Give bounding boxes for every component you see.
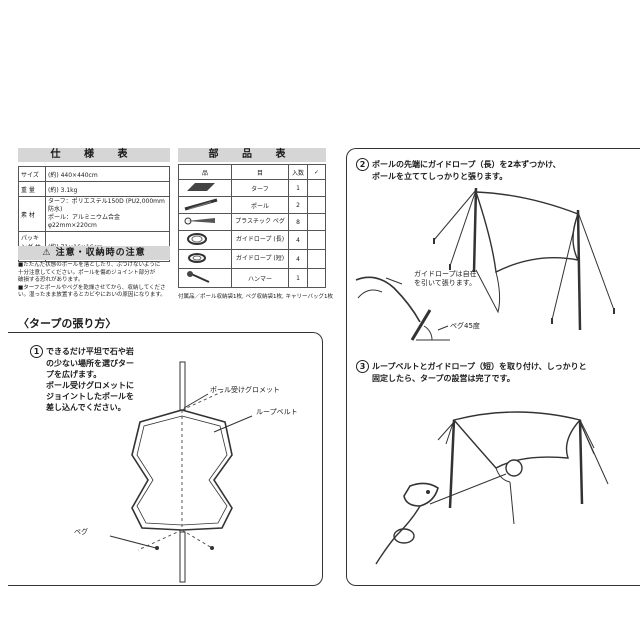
- caution-line: 十分注意してください。ポールを傷めジョイント部分が: [18, 269, 156, 276]
- angle-label: ペグ45度: [450, 322, 480, 330]
- part-qty: 1: [288, 268, 308, 288]
- step1-line: の少ない場所を選びター: [46, 359, 134, 368]
- parts-header: 目: [231, 164, 289, 180]
- step-number: 3: [356, 360, 369, 373]
- caution-text: ■たたんだ状態のポールを落としたり、ぶつけないように 十分注意してください。ポー…: [18, 262, 176, 300]
- part-qty: 4: [288, 230, 308, 250]
- check-cell: [307, 213, 326, 231]
- table-row: 品 目 入数 ✓: [178, 164, 326, 180]
- steps-panel: [346, 148, 640, 586]
- table-row: ターフ 1: [178, 179, 326, 197]
- spec-value: (約) 3.1kg: [45, 181, 170, 197]
- parts-title: 部 品 表: [178, 148, 326, 162]
- step3-line: 固定したら、タープの設営は完了です。: [372, 374, 515, 383]
- table-row: 重 量 (約) 3.1kg: [18, 181, 170, 197]
- step1-panel: [8, 332, 323, 586]
- caution-line: ■たたんだ状態のポールを落としたり、ぶつけないように: [18, 262, 161, 268]
- rope-icon: [178, 230, 232, 250]
- part-qty: 8: [288, 213, 308, 231]
- pole-icon: [178, 196, 232, 214]
- parts-footnote: 付属品／ポール収納袋1枚, ペグ収納袋1枚, キャリーバッグ1枚: [178, 294, 333, 300]
- tarp-icon: [178, 179, 232, 197]
- rope-icon: [178, 249, 232, 269]
- step1-line: ポール受けグロメットに: [46, 381, 134, 390]
- check-cell: [307, 230, 326, 250]
- part-name: ガイドロープ (短): [231, 249, 289, 269]
- rope-note-line: ガイドロープは自在: [414, 270, 477, 278]
- table-row: ポール 2: [178, 196, 326, 214]
- warning-icon: ⚠: [42, 248, 52, 258]
- check-cell: [307, 179, 326, 197]
- table-row: ガイドロープ (長) 4: [178, 230, 326, 250]
- spec-label: 素 材: [18, 196, 46, 232]
- tarp-complete-diagram: [375, 411, 609, 565]
- table-row: サイズ (約) 440×440cm: [18, 166, 170, 182]
- table-row: 素 材 ターフ：ポリエステル150D (PU2,000mm防水) ポール：アルミ…: [18, 196, 170, 232]
- check-cell: [307, 249, 326, 269]
- tarp-pitched-diagram: [355, 187, 615, 341]
- part-name: ガイドロープ (長): [231, 230, 289, 250]
- part-qty: 2: [288, 196, 308, 214]
- parts-table: 品 目 入数 ✓ ターフ 1 ポール 2 プラスチック ペグ 8 ガイドロープ …: [178, 164, 326, 288]
- step-number: 2: [356, 158, 369, 171]
- label-grommet: ポール受けグロメット: [210, 386, 280, 394]
- label-loop-belt: ループベルト: [256, 408, 298, 416]
- caution-line: い。湿ったまま放置するとカビやにおいの原因になります。: [18, 292, 166, 298]
- caution-line: 破損する恐れがあります。: [18, 277, 84, 283]
- caution-title: ⚠ 注意・収納時の注意: [18, 246, 170, 260]
- part-name: プラスチック ペグ: [231, 213, 289, 231]
- label-peg: ペグ: [74, 528, 88, 536]
- spec-value: ターフ：ポリエステル150D (PU2,000mm防水) ポール：アルミニウム合…: [45, 196, 170, 232]
- check-cell: [307, 196, 326, 214]
- section-title: 〈タープの張り方〉: [18, 317, 117, 330]
- part-name: ハンマー: [231, 268, 289, 288]
- part-name: ターフ: [231, 179, 289, 197]
- step2-line: ポールを立ててしっかりと張ります。: [372, 172, 508, 181]
- spec-label: サイズ: [18, 166, 46, 182]
- peg-icon: [178, 213, 232, 231]
- part-qty: 1: [288, 179, 308, 197]
- rope-note-line: を引いて張ります。: [414, 279, 477, 287]
- step1-line: 差し込んでください。: [46, 403, 126, 412]
- parts-header: ✓: [307, 164, 326, 180]
- rope-note: ガイドロープは自在 を引いて張ります。: [414, 270, 477, 288]
- step1-line: プを広げます。: [46, 370, 102, 379]
- table-row: ガイドロープ (短) 4: [178, 249, 326, 269]
- caution-line: ■ターフとポールやペグを乾燥させてから、収納してくださ: [18, 284, 166, 291]
- check-cell: [307, 268, 326, 288]
- spec-label: 重 量: [18, 181, 46, 197]
- step1-line: ジョイントしたポールを: [46, 392, 134, 401]
- spec-title: 仕 様 表: [18, 148, 170, 162]
- tarp-layout-diagram: [109, 361, 253, 583]
- table-row: ハンマー 1: [178, 268, 326, 288]
- part-name: ポール: [231, 196, 289, 214]
- part-qty: 4: [288, 249, 308, 269]
- step-number: 1: [30, 345, 43, 358]
- table-row: プラスチック ペグ 8: [178, 213, 326, 231]
- spec-value: (約) 440×440cm: [45, 166, 170, 182]
- parts-header: 入数: [288, 164, 308, 180]
- parts-header: 品: [178, 164, 232, 180]
- hammer-icon: [178, 268, 232, 288]
